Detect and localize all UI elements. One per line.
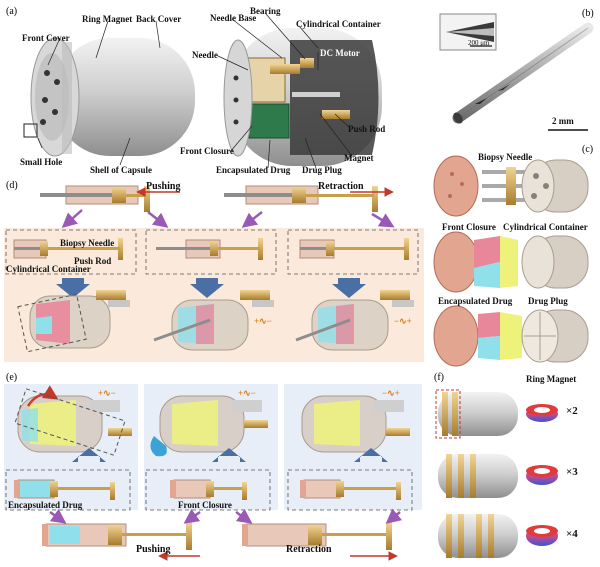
panel-d-mini-mechanisms: [13, 238, 409, 260]
label-encapsulated-drug: Encapsulated Drug: [216, 165, 291, 175]
panel-label-d: (d): [6, 180, 18, 191]
label-drug-plug-c: Drug Plug: [528, 296, 568, 306]
signal-d-retraction: −∿+: [394, 316, 412, 326]
panel-e-blue-arrows: [72, 448, 388, 462]
label-encapsulated-drug-c: Encapsulated Drug: [438, 296, 513, 306]
panel-e-dashed-boxes: [5, 469, 413, 511]
panel-b-needle: [439, 13, 594, 131]
label-back-cover: Back Cover: [136, 14, 182, 24]
label-small-hole: Small Hole: [20, 157, 63, 167]
label-dc-motor: DC Motor: [320, 48, 360, 58]
panel-e-bottom-mechanisms: [42, 508, 403, 561]
scale-inset: 200 μm: [468, 39, 490, 47]
panel-d-top-mechanisms: [40, 185, 395, 228]
panel-d-dashed-boxes: [5, 229, 419, 275]
panel-a-leaders: [37, 13, 353, 169]
label-front-closure-c: Front Closure: [442, 222, 496, 232]
signal-e-3: −∿+: [382, 388, 400, 398]
label-biopsy-needle-c: Biopsy Needle: [478, 152, 533, 162]
count-x2: ×2: [566, 405, 578, 417]
label-push-rod-d: Push Rod: [74, 256, 112, 266]
label-shell-of-capsule: Shell of Capsule: [90, 165, 153, 175]
count-x3: ×3: [566, 466, 578, 478]
action-retraction-e: Retraction: [286, 544, 332, 555]
panel-label-a: (a): [6, 6, 17, 17]
panel-e-mini-mechanisms: [14, 479, 401, 500]
panel-f-ring-magnets: [526, 404, 558, 546]
label-biopsy-needle-d: Biopsy Needle: [60, 238, 115, 248]
signal-e-2: +∿−: [238, 388, 256, 398]
label-needle: Needle: [192, 50, 218, 60]
label-encapsulated-drug-e: Encapsulated Drug: [8, 500, 83, 510]
scale-main: 2 mm: [552, 116, 574, 126]
panel-d-cutaways: [17, 290, 414, 353]
panel-a-capsule-exterior: [23, 37, 195, 157]
label-needle-base: Needle Base: [210, 13, 257, 23]
action-pushing-e: Pushing: [136, 544, 171, 555]
signal-d-pushing: +∿−: [254, 316, 272, 326]
count-x4: ×4: [566, 528, 578, 540]
small-hole-pattern: [40, 70, 60, 125]
label-front-closure-e: Front Closure: [178, 500, 232, 510]
panel-label-c: (c): [582, 144, 593, 155]
label-front-closure: Front Closure: [180, 146, 234, 156]
label-ring-magnet: Ring Magnet: [82, 14, 133, 24]
panel-e-cutaways: [14, 385, 410, 457]
panel-label-f: (f): [434, 372, 444, 383]
label-bearing: Bearing: [250, 6, 281, 16]
label-push-rod: Push Rod: [348, 124, 386, 134]
action-retraction-d: Retraction: [318, 181, 364, 192]
label-magnet: Magnet: [344, 153, 374, 163]
label-drug-plug: Drug Plug: [302, 165, 342, 175]
label-cylindrical-container-d: Cylindrical Container: [6, 264, 91, 274]
panel-d-blue-arrows: [56, 278, 366, 298]
signal-e-1: +∿−: [98, 388, 116, 398]
label-cylindrical-container: Cylindrical Container: [296, 19, 381, 29]
panel-c-exploded-views: [433, 155, 589, 367]
action-pushing-d: Pushing: [146, 181, 181, 192]
panel-f-capsules: [435, 389, 518, 558]
label-ring-magnet-f: Ring Magnet: [526, 374, 577, 384]
panel-label-e: (e): [6, 372, 17, 383]
panel-label-b: (b): [582, 8, 594, 19]
label-cylindrical-container-c: Cylindrical Container: [503, 222, 588, 232]
label-front-cover: Front Cover: [22, 33, 70, 43]
